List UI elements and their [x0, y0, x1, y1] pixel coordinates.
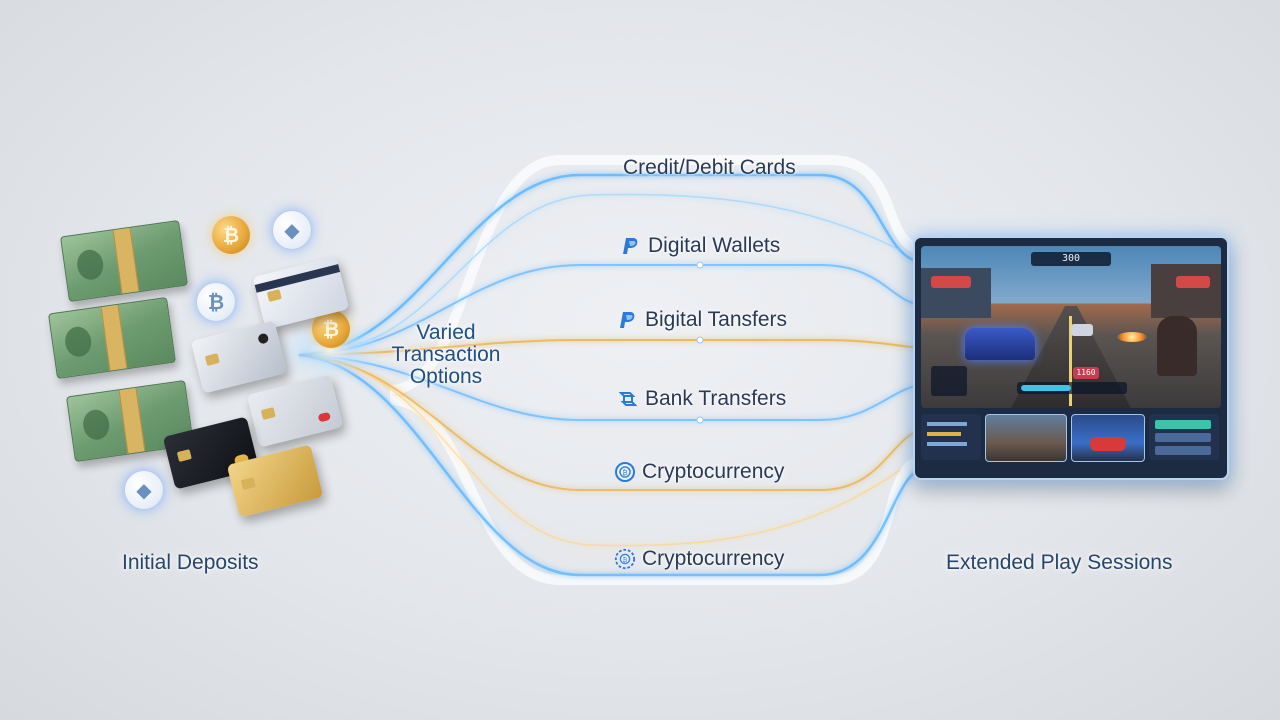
center-label-line-3: Options [409, 365, 483, 388]
shooter-character [1157, 316, 1197, 376]
bitcoin-coin-icon: ₿ [196, 282, 236, 322]
flow-path-crypto2 [298, 353, 922, 577]
paypal-icon [620, 235, 642, 257]
center-label: Varied Transaction Options [376, 322, 516, 388]
option-label: Bank Transfers [645, 387, 787, 410]
option-label: Cryptocurrency [642, 460, 785, 483]
menu-thumbnail [1149, 414, 1219, 460]
center-label-line-2: Transaction [391, 343, 501, 366]
bitcoin-coin-icon: ₿ [212, 216, 250, 254]
hud-score: 300 [1031, 252, 1111, 266]
option-label: Bigital Tansfers [645, 308, 788, 331]
ethereum-coin-icon: ◆ [124, 470, 164, 510]
stats-thumbnail [921, 414, 981, 460]
option-label: Cryptocurrency [642, 547, 785, 570]
hud-panel-text: 1160 [1073, 367, 1099, 379]
flow-path-crypto1 [299, 354, 921, 491]
option-bank-transfers: Bank Transfers [617, 387, 786, 411]
race-car [965, 328, 1035, 360]
svg-text:₿: ₿ [623, 556, 628, 564]
option-digital-wallets: Digital Wallets [620, 234, 780, 258]
option-cryptocurrency-2: ₿ Cryptocurrency [614, 547, 784, 571]
svg-text:₿: ₿ [622, 469, 627, 477]
option-label: Credit/Debit Cards [623, 156, 796, 179]
ethereum-coin-icon: ◆ [272, 210, 312, 250]
game-screen-panel: 300 1160 [913, 236, 1229, 480]
flow-path-wallets [299, 264, 921, 356]
crypto-coin-icon: ₿ [614, 461, 636, 483]
flow-path-cards [298, 173, 922, 357]
paypal-icon [617, 309, 639, 331]
option-credit-debit-cards: Credit/Debit Cards [623, 156, 796, 180]
game-view: 300 1160 [921, 246, 1221, 408]
extended-play-sessions-label: Extended Play Sessions [946, 551, 1173, 574]
center-label-line-1: Varied [416, 321, 476, 344]
flow-path-bank [299, 354, 921, 421]
initial-deposits-label: Initial Deposits [122, 551, 259, 574]
race-thumbnail [985, 414, 1067, 462]
option-cryptocurrency-1: ₿ Cryptocurrency [614, 460, 784, 484]
option-label: Digital Wallets [648, 234, 781, 257]
bank-transfer-icon [617, 388, 639, 410]
crypto-gear-icon: ₿ [614, 548, 636, 570]
option-bigital-tansfers: Bigital Tansfers [617, 308, 787, 332]
car-thumbnail [1071, 414, 1145, 462]
